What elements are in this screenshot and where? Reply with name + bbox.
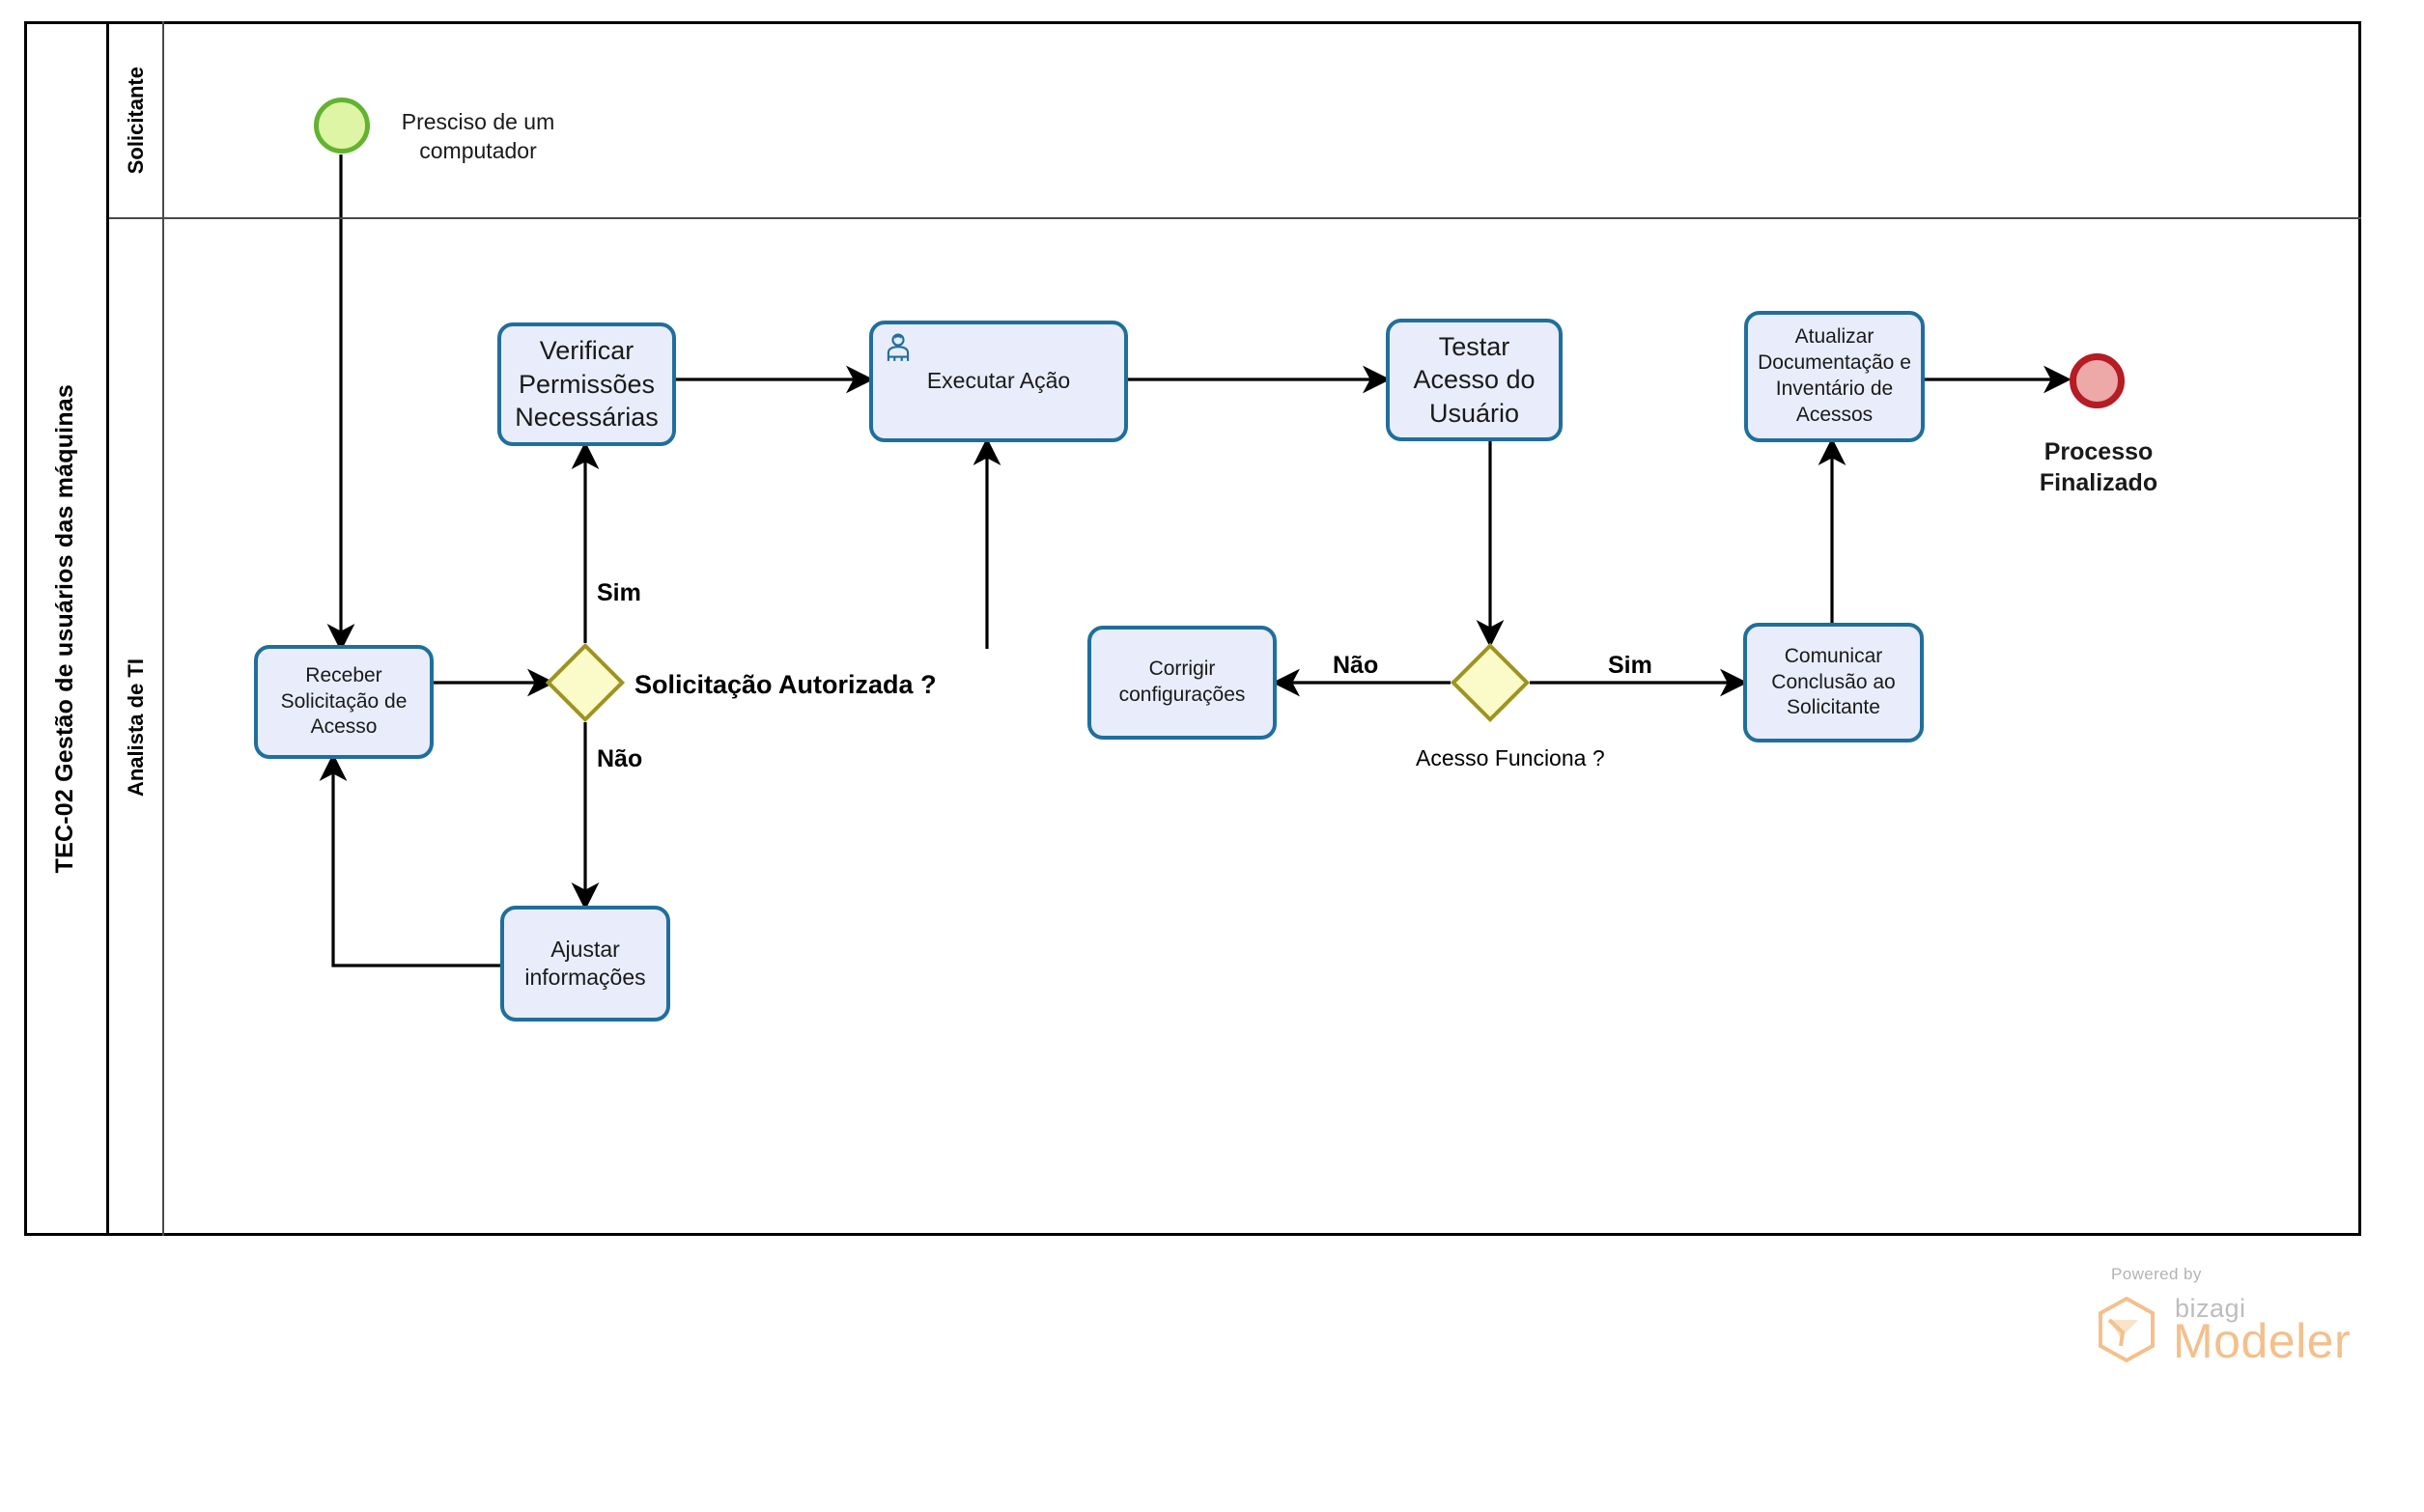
task-receber-solicitacao-label: Receber Solicitação de Acesso: [280, 663, 408, 739]
task-testar-acesso-label: Testar Acesso do Usuário: [1413, 331, 1536, 428]
task-executar-acao-label: Executar Ação: [926, 368, 1071, 394]
bizagi-wordmark: bizagi: [2175, 1294, 2246, 1323]
lane-label-solicitante: Solicitante: [109, 21, 164, 219]
lane-label-analista-text: Analista de TI: [123, 658, 148, 798]
task-ajustar-informacoes[interactable]: Ajustar informações: [500, 906, 670, 1022]
pool-label: TEC-02 Gestão de usuários das máquinas: [24, 21, 109, 1236]
start-event[interactable]: [314, 98, 370, 154]
lane-solicitante: [109, 21, 2361, 219]
task-corrigir-configuracoes[interactable]: Corrigir configurações: [1087, 626, 1277, 740]
pool-frame: [24, 21, 2361, 1236]
pool-label-text: TEC-02 Gestão de usuários das máquinas: [51, 383, 78, 874]
task-executar-acao[interactable]: Executar Ação: [869, 321, 1128, 442]
gateway-acesso-funciona-label: Acesso Funciona ?: [1416, 745, 1605, 770]
user-icon: [887, 333, 910, 361]
start-event-label: Presciso de um computador: [401, 109, 555, 163]
task-verificar-permissoes-label: Verificar Permissões Necessárias: [515, 336, 659, 433]
flow-label-gw1-sim: Sim: [597, 579, 641, 606]
task-corrigir-configuracoes-label: Corrigir configurações: [1118, 658, 1246, 706]
flow-label-gw2-sim: Sim: [1608, 652, 1652, 679]
bizagi-branding: Powered by bizagi Modeler: [2086, 1265, 2366, 1381]
task-atualizar-documentacao[interactable]: Atualizar Documentação e Inventário de A…: [1744, 311, 1925, 442]
modeler-wordmark: Modeler: [2173, 1314, 2352, 1368]
lane-label-analista: Analista de TI: [109, 219, 164, 1236]
task-receber-solicitacao[interactable]: Receber Solicitação de Acesso: [254, 645, 434, 759]
bizagi-hexagon-icon: [2099, 1296, 2155, 1363]
task-testar-acesso[interactable]: Testar Acesso do Usuário: [1386, 319, 1563, 441]
powered-by-label: Powered by: [2111, 1265, 2202, 1283]
end-event-label: Processo Finalizado: [2039, 438, 2158, 496]
task-verificar-permissoes[interactable]: Verificar Permissões Necessárias: [497, 322, 676, 446]
flow-label-gw1-nao: Não: [597, 745, 643, 772]
gateway-solicitacao-autorizada-label: Solicitação Autorizada ?: [634, 670, 937, 699]
task-comunicar-conclusao-label: Comunicar Conclusão ao Solicitante: [1771, 644, 1896, 719]
lane-label-solicitante-text: Solicitante: [123, 66, 148, 175]
task-comunicar-conclusao[interactable]: Comunicar Conclusão ao Solicitante: [1743, 623, 1924, 742]
end-event[interactable]: [2070, 353, 2125, 408]
task-atualizar-documentacao-label: Atualizar Documentação e Inventário de A…: [1758, 325, 1911, 426]
task-ajustar-informacoes-label: Ajustar informações: [524, 936, 646, 990]
flow-label-gw2-nao: Não: [1333, 652, 1379, 679]
